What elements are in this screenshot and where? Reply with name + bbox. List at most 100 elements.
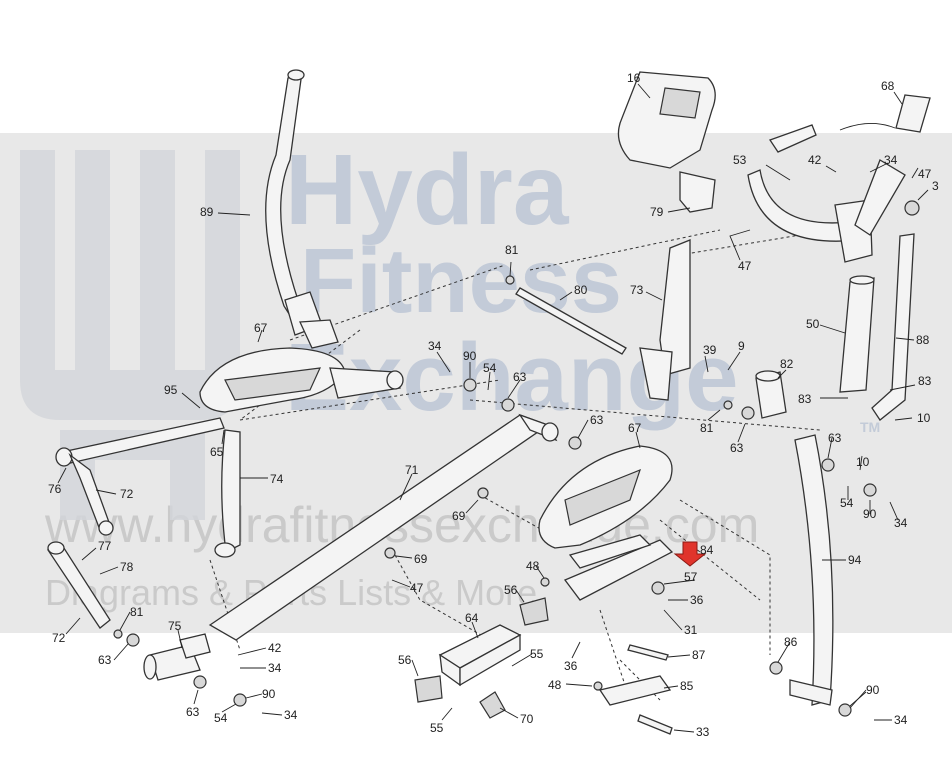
callout-leader-lines	[57, 83, 929, 733]
left-pedal-67	[199, 347, 404, 413]
callout-34: 34	[428, 339, 442, 353]
callout-56: 56	[504, 583, 518, 597]
tube-88	[871, 233, 915, 421]
washers-and-nuts	[113, 200, 920, 717]
callout-42: 42	[808, 153, 822, 167]
callout-34: 34	[894, 516, 908, 530]
callout-10: 10	[917, 411, 931, 425]
callout-67: 67	[628, 421, 642, 435]
callout-33: 33	[696, 725, 710, 739]
callout-34: 34	[884, 153, 898, 167]
callout-53: 53	[733, 153, 747, 167]
left-pedal-arm-95	[55, 417, 225, 536]
callout-47: 47	[738, 259, 752, 273]
callout-79: 79	[650, 205, 664, 219]
callout-70: 70	[520, 712, 534, 726]
upright-73	[639, 171, 716, 401]
console-16	[617, 71, 716, 169]
callout-72: 72	[120, 487, 134, 501]
callout-9: 9	[738, 339, 745, 353]
callout-31: 31	[684, 623, 698, 637]
callout-68: 68	[881, 79, 895, 93]
stabilizer-64	[438, 624, 522, 687]
callout-34: 34	[284, 708, 298, 722]
callout-63: 63	[828, 431, 842, 445]
callout-95: 95	[164, 383, 178, 397]
callout-labels: 16 68 53 42 34 47 3 79 47 89 81 80 73 50…	[48, 71, 939, 739]
bracket-75	[143, 633, 211, 681]
callout-63: 63	[98, 653, 112, 667]
right-leg-94	[789, 434, 834, 706]
callout-69: 69	[452, 509, 466, 523]
callout-65: 65	[210, 445, 224, 459]
callout-84: 84	[700, 543, 714, 557]
callout-36: 36	[564, 659, 578, 673]
callout-34: 34	[894, 713, 908, 727]
callout-63: 63	[186, 705, 200, 719]
callout-39: 39	[703, 343, 717, 357]
callout-3: 3	[932, 179, 939, 193]
callout-57: 57	[684, 570, 698, 584]
callout-50: 50	[806, 317, 820, 331]
callout-83: 83	[918, 374, 932, 388]
axle-80	[515, 287, 627, 355]
callout-55: 55	[430, 721, 444, 735]
callout-81: 81	[130, 605, 144, 619]
callout-88: 88	[916, 333, 930, 347]
callout-42: 42	[268, 641, 282, 655]
left-handlebar-arm-89	[265, 69, 339, 349]
callout-71: 71	[405, 463, 419, 477]
callout-81: 81	[505, 243, 519, 257]
callout-63: 63	[513, 370, 527, 384]
grip-68	[839, 94, 931, 133]
callout-10: 10	[856, 455, 870, 469]
callout-77: 77	[98, 539, 112, 553]
right-handlebar-53	[747, 124, 906, 263]
callout-75: 75	[168, 619, 182, 633]
right-pedal-67	[538, 445, 674, 601]
bracket-82	[755, 370, 787, 419]
callout-47: 47	[918, 167, 932, 181]
callout-94: 94	[848, 553, 862, 567]
callout-90: 90	[463, 349, 477, 363]
callout-76: 76	[48, 482, 62, 496]
callout-63: 63	[730, 441, 744, 455]
tube-50	[839, 275, 875, 393]
callout-74: 74	[270, 472, 284, 486]
callout-82: 82	[780, 357, 794, 371]
callout-63: 63	[590, 413, 604, 427]
callout-54: 54	[840, 496, 854, 510]
pin-87	[627, 644, 669, 661]
callout-81: 81	[700, 421, 714, 435]
callout-47: 47	[410, 581, 424, 595]
pin-33	[637, 714, 673, 735]
callout-80: 80	[574, 283, 588, 297]
callout-16: 16	[627, 71, 641, 85]
callout-90: 90	[866, 683, 880, 697]
callout-54: 54	[483, 361, 497, 375]
knob-70	[479, 691, 506, 719]
callout-48: 48	[526, 559, 540, 573]
callout-83: 83	[798, 392, 812, 406]
callout-48: 48	[548, 678, 562, 692]
callout-89: 89	[200, 205, 214, 219]
callout-90: 90	[863, 507, 877, 521]
callout-85: 85	[680, 679, 694, 693]
callout-36: 36	[690, 593, 704, 607]
callout-87: 87	[692, 648, 706, 662]
callout-55: 55	[530, 647, 544, 661]
callout-78: 78	[120, 560, 134, 574]
plate-85	[598, 675, 672, 706]
callout-73: 73	[630, 283, 644, 297]
callout-72: 72	[52, 631, 66, 645]
left-leg-74	[214, 429, 241, 558]
foot-cap-56	[414, 597, 549, 703]
callout-69: 69	[414, 552, 428, 566]
crank-arm-72	[46, 541, 111, 629]
callout-86: 86	[784, 635, 798, 649]
callout-54: 54	[214, 711, 228, 725]
callout-67: 67	[254, 321, 268, 335]
callout-56: 56	[398, 653, 412, 667]
